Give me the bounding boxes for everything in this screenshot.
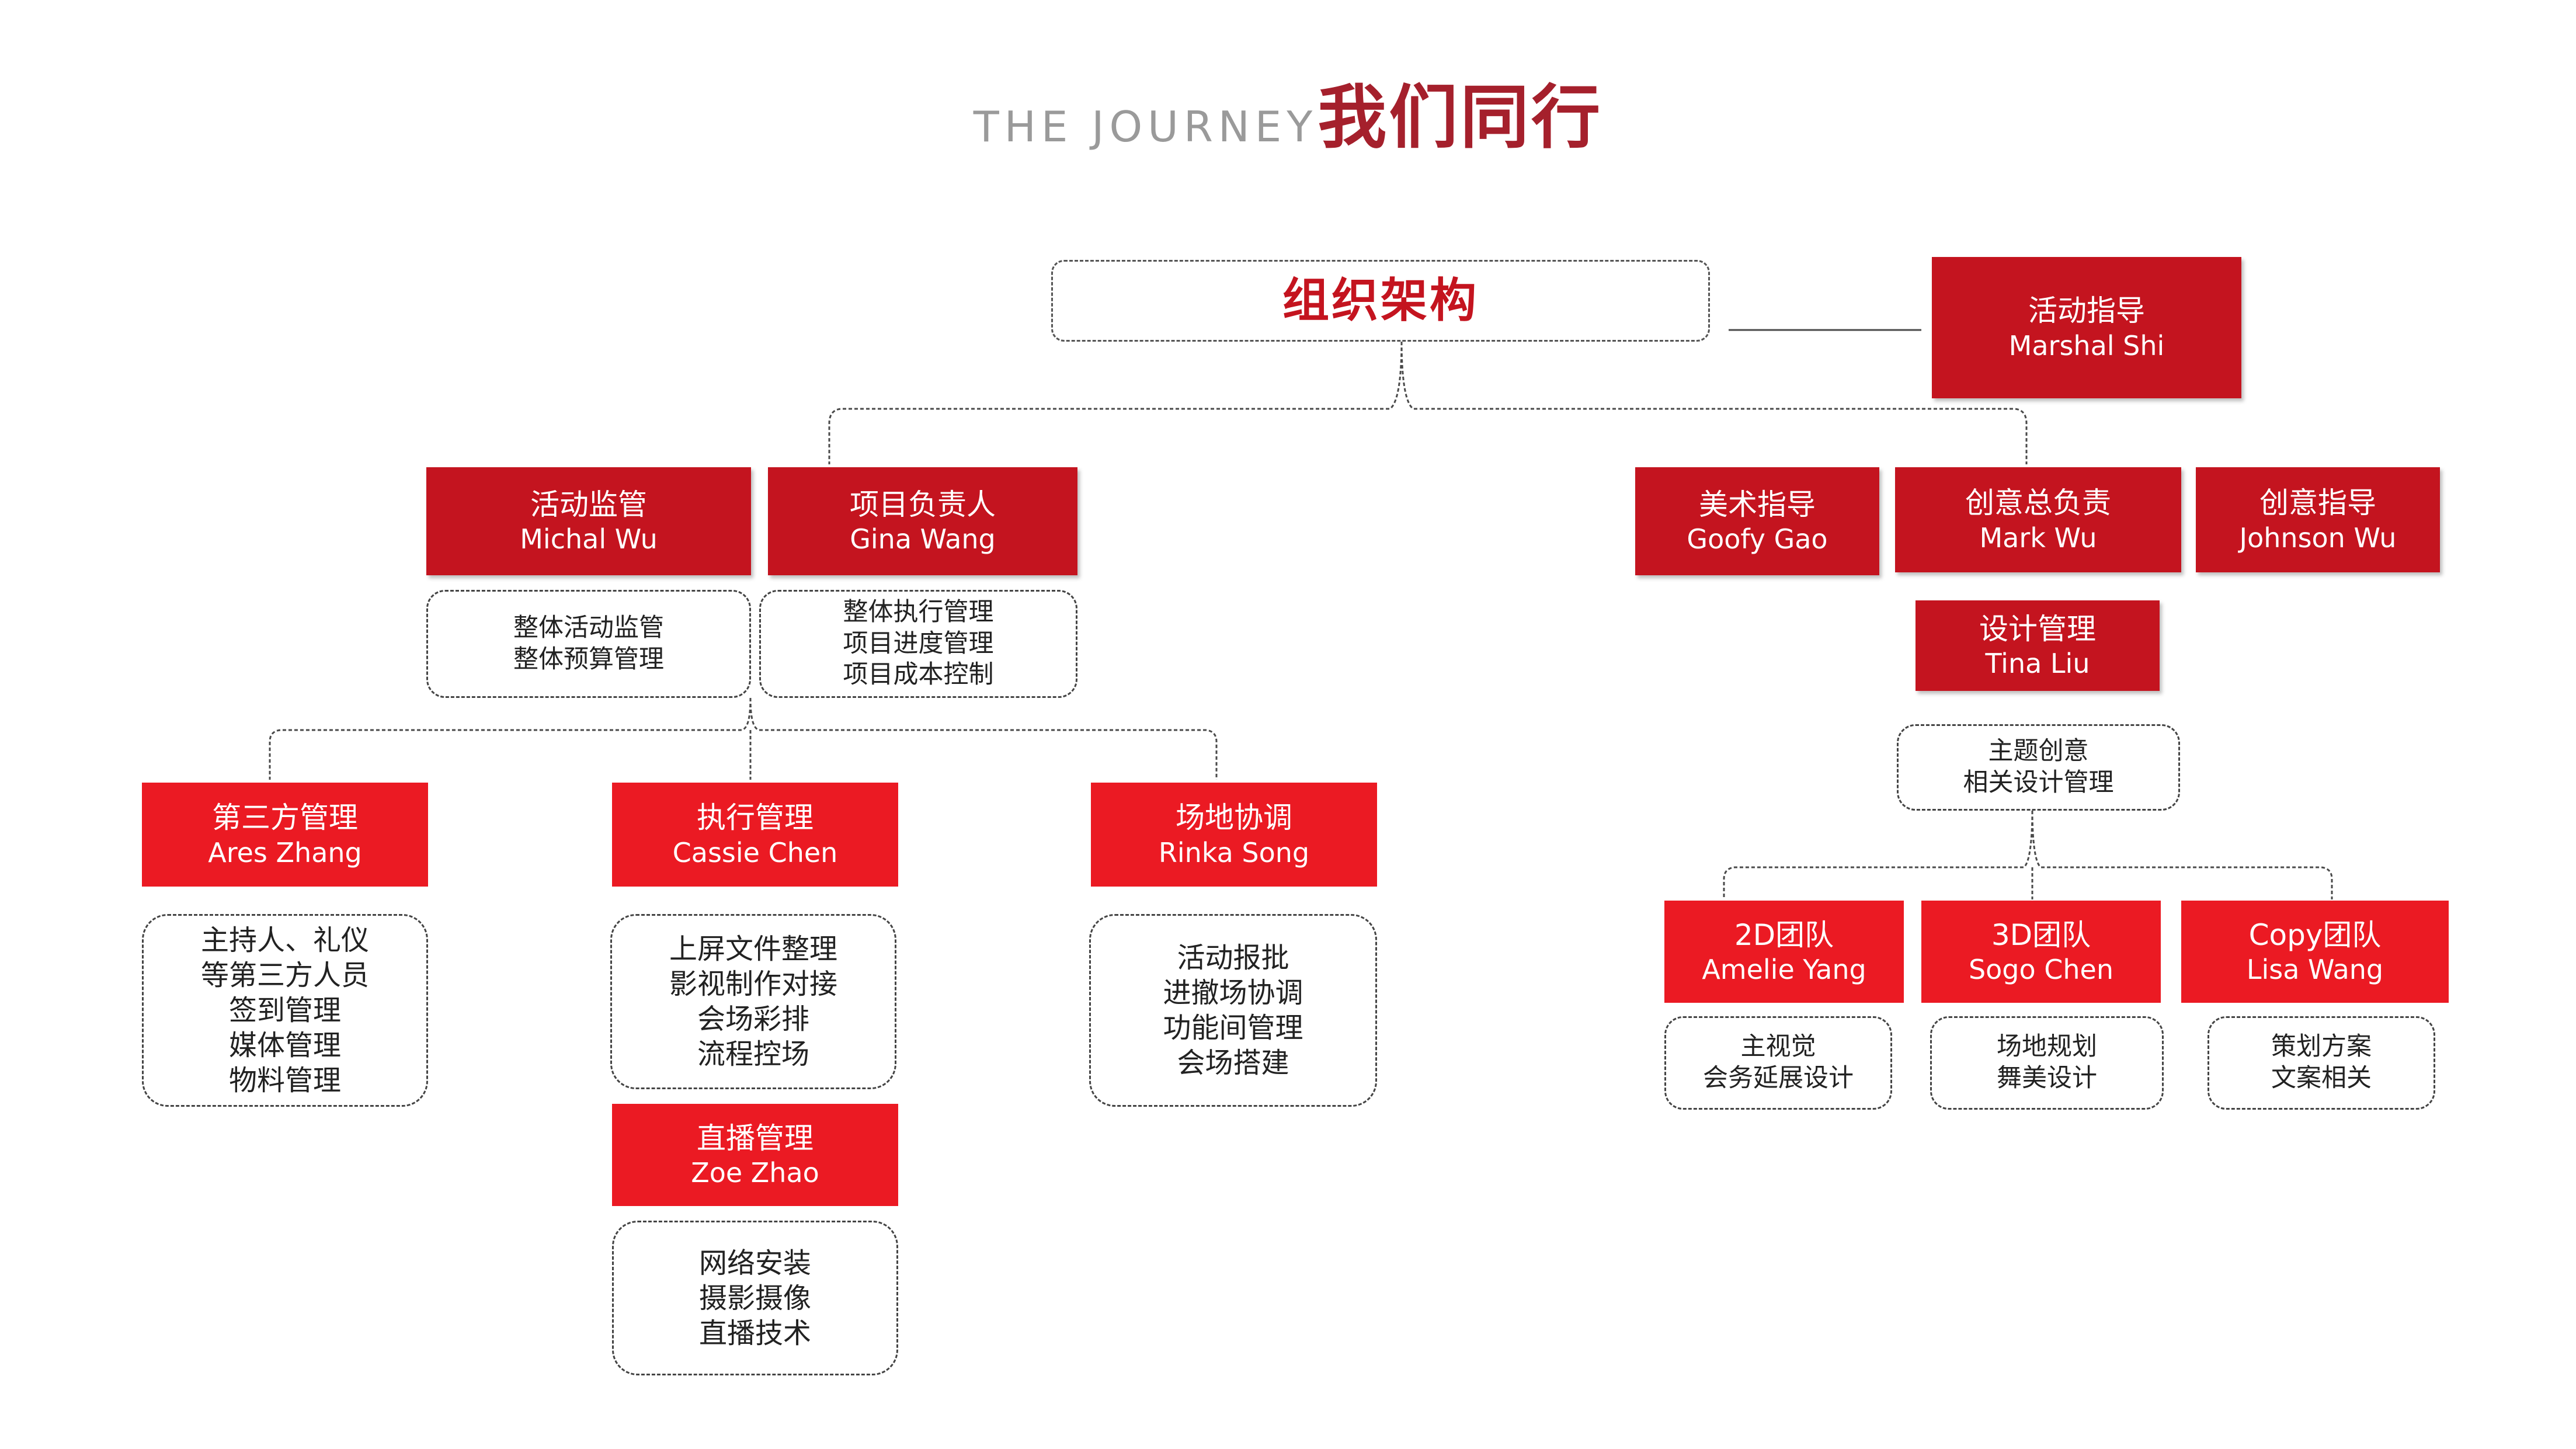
duty-line: 整体执行管理: [843, 597, 994, 627]
duty-line: 会场搭建: [1177, 1047, 1289, 1079]
role-title: 场地协调: [1176, 801, 1292, 835]
role-box-creative-director: 创意指导 Johnson Wu: [2196, 467, 2440, 572]
duty-box-team-3d: 场地规划 舞美设计: [1930, 1016, 2164, 1110]
duty-box-team-copy: 策划方案 文案相关: [2207, 1016, 2435, 1110]
role-title: Copy团队: [2248, 918, 2382, 952]
role-box-project-lead: 项目负责人 Gina Wang: [768, 467, 1077, 575]
role-box-art-director: 美术指导 Goofy Gao: [1635, 467, 1879, 575]
role-name: Sogo Chen: [1968, 954, 2114, 985]
role-title: 美术指导: [1699, 487, 1816, 522]
role-box-design-management: 设计管理 Tina Liu: [1916, 600, 2160, 691]
role-box-team-copy: Copy团队 Lisa Wang: [2181, 901, 2449, 1003]
org-root-label: 组织架构: [1282, 273, 1479, 328]
role-box-supervisor: 活动监管 Michal Wu: [426, 467, 751, 575]
role-box-advisor: 活动指导 Marshal Shi: [1932, 257, 2241, 398]
duty-box-supervisor: 整体活动监管 整体预算管理: [426, 590, 751, 698]
duty-line: 物料管理: [228, 1064, 341, 1097]
duty-line: 影视制作对接: [669, 968, 837, 1000]
duty-line: 主题创意: [1988, 736, 2089, 766]
role-box-venue: 场地协调 Rinka Song: [1091, 783, 1377, 887]
duty-line: 主持人、礼仪: [200, 924, 369, 957]
title-english: THE JOURNEY: [973, 102, 1318, 151]
design-subtree-branch: [1723, 810, 2333, 899]
duty-line: 流程控场: [697, 1038, 809, 1071]
page-title: THE JOURNEY我们同行: [0, 61, 2576, 161]
role-name: Cassie Chen: [672, 836, 838, 868]
role-name: Goofy Gao: [1687, 523, 1828, 555]
role-box-team-3d: 3D团队 Sogo Chen: [1921, 901, 2161, 1003]
role-name: Mark Wu: [1979, 522, 2097, 554]
role-name: Michal Wu: [520, 523, 658, 555]
role-title: 设计管理: [1979, 611, 2096, 646]
role-name: Johnson Wu: [2239, 522, 2397, 554]
duty-line: 进撤场协调: [1163, 977, 1303, 1009]
role-name: Ares Zhang: [208, 836, 362, 868]
duty-line: 舞美设计: [1997, 1064, 2097, 1093]
duty-line: 直播技术: [698, 1316, 811, 1350]
duty-line: 摄影摄像: [698, 1281, 811, 1315]
org-root-box: 组织架构: [1051, 260, 1710, 342]
role-box-creative-lead: 创意总负责 Mark Wu: [1895, 467, 2181, 572]
role-title: 项目负责人: [850, 487, 996, 522]
duty-box-live-streaming: 网络安装 摄影摄像 直播技术: [612, 1221, 898, 1375]
duty-line: 相关设计管理: [1963, 768, 2114, 797]
role-name: Lisa Wang: [2246, 954, 2384, 985]
duty-line: 整体活动监管: [513, 613, 664, 642]
role-title: 执行管理: [697, 801, 814, 835]
duty-line: 文案相关: [2271, 1064, 2372, 1093]
duty-box-third-party: 主持人、礼仪 等第三方人员 签到管理 媒体管理 物料管理: [142, 914, 428, 1107]
role-name: Amelie Yang: [1702, 954, 1866, 985]
duty-line: 会场彩排: [697, 1003, 809, 1036]
duty-box-design-management: 主题创意 相关设计管理: [1897, 724, 2180, 811]
duty-line: 会务延展设计: [1703, 1064, 1854, 1093]
root-to-right-branch: [1400, 341, 2028, 464]
role-title: 第三方管理: [212, 801, 358, 835]
role-title: 2D团队: [1734, 918, 1834, 952]
role-title: 创意总负责: [1965, 486, 2111, 520]
duty-line: 签到管理: [228, 994, 341, 1027]
role-name: Gina Wang: [850, 523, 996, 555]
role-box-team-2d: 2D团队 Amelie Yang: [1664, 901, 1904, 1003]
duty-line: 媒体管理: [228, 1029, 341, 1062]
duty-line: 整体预算管理: [513, 644, 664, 674]
duty-line: 功能间管理: [1163, 1012, 1303, 1044]
duty-line: 活动报批: [1177, 941, 1289, 974]
role-title: 3D团队: [1991, 918, 2091, 952]
duty-box-team-2d: 主视觉 会务延展设计: [1664, 1016, 1892, 1110]
duty-box-execution: 上屏文件整理 影视制作对接 会场彩排 流程控场: [610, 914, 896, 1089]
role-title: 创意指导: [2259, 486, 2376, 520]
role-title: 活动指导: [2028, 294, 2145, 328]
role-name: Zoe Zhao: [691, 1157, 819, 1189]
role-name: Marshal Shi: [2008, 329, 2165, 362]
title-chinese: 我们同行: [1317, 77, 1603, 158]
role-name: Rinka Song: [1158, 836, 1310, 868]
duty-line: 策划方案: [2271, 1032, 2372, 1062]
duty-box-venue: 活动报批 进撤场协调 功能间管理 会场搭建: [1089, 914, 1377, 1107]
role-title: 活动监管: [530, 487, 647, 522]
duty-line: 场地规划: [1997, 1032, 2097, 1062]
duty-line: 项目成本控制: [843, 660, 994, 690]
role-title: 直播管理: [697, 1121, 814, 1155]
role-box-execution: 执行管理 Cassie Chen: [612, 783, 898, 887]
duty-line: 等第三方人员: [200, 959, 369, 992]
duty-box-project-lead: 整体执行管理 项目进度管理 项目成本控制: [759, 590, 1077, 698]
role-box-live-streaming: 直播管理 Zoe Zhao: [612, 1104, 898, 1206]
left-subtree-branch: [269, 697, 1218, 780]
duty-line: 网络安装: [698, 1246, 811, 1280]
role-name: Tina Liu: [1985, 648, 2090, 679]
duty-line: 项目进度管理: [843, 628, 994, 658]
duty-line: 主视觉: [1740, 1032, 1816, 1062]
root-to-left-branch: [828, 341, 1403, 464]
role-box-third-party: 第三方管理 Ares Zhang: [142, 783, 428, 887]
duty-line: 上屏文件整理: [669, 933, 837, 965]
